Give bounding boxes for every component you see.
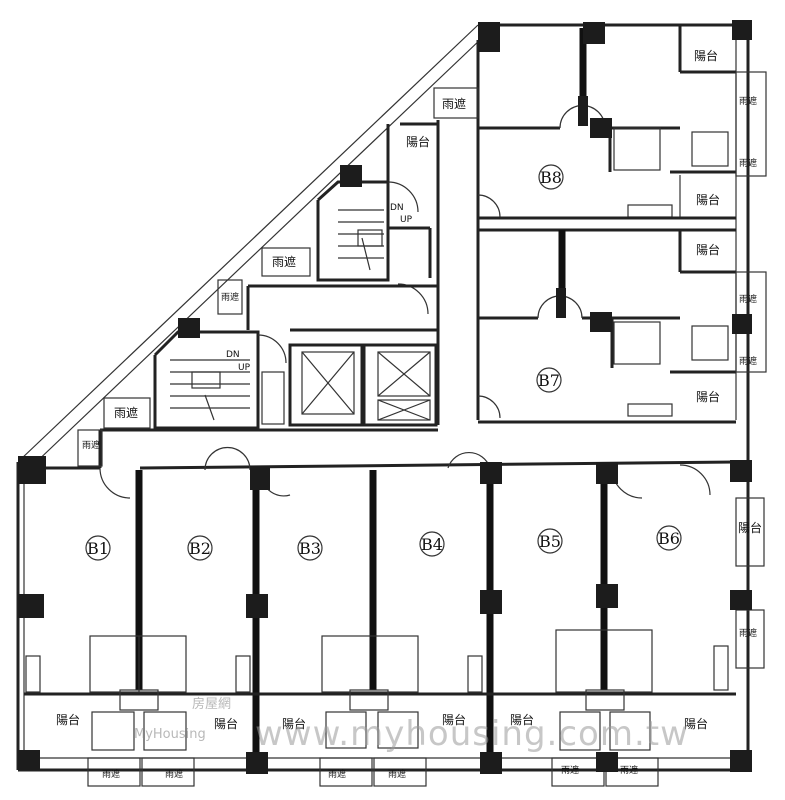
stair-down-label: DN: [390, 203, 404, 213]
balcony-label: 陽台: [738, 520, 762, 535]
balcony-label: 陽台: [510, 712, 534, 727]
canopy-labels: 雨遮 雨遮 雨遮 雨遮 雨遮 雨遮 雨遮 雨遮 雨遮 雨遮 雨遮 雨遮 雨遮 雨…: [82, 95, 757, 780]
canopy-label: 雨遮: [102, 768, 120, 780]
canopy-label: 雨遮: [221, 291, 239, 303]
unit-label-b4: B4: [421, 535, 443, 554]
canopy-label: 雨遮: [114, 405, 138, 420]
balcony-label: 陽台: [696, 242, 720, 257]
canopy-label: 雨遮: [739, 157, 757, 169]
balcony-label: 陽台: [442, 712, 466, 727]
columns: [18, 20, 752, 774]
balcony-labels: 陽台 陽台 陽台 陽台 陽台 陽台 陽台 陽台 陽台 陽台 陽台 陽台: [56, 48, 762, 731]
canopy-label: 雨遮: [165, 768, 183, 780]
unit-label-b6: B6: [658, 529, 680, 548]
balcony-label: 陽台: [696, 192, 720, 207]
balcony-label: 陽台: [696, 389, 720, 404]
canopy-label: 雨遮: [739, 95, 757, 107]
canopy-label: 雨遮: [82, 439, 100, 451]
watermark-brand-en: MyHousing: [134, 727, 206, 742]
stair-up-label: UP: [400, 215, 413, 225]
stair-labels: DN UP DN UP: [226, 203, 413, 373]
balcony-label: 陽台: [694, 48, 718, 63]
watermark-url: www.myhousing.com.tw: [255, 714, 689, 754]
unit-b8: [477, 25, 767, 220]
upper-left-canopies: [77, 87, 479, 467]
watermark-brand: 房屋網: [192, 696, 231, 712]
unit-labels: B1 B2 B3 B4 B5 B6 B7 B8: [85, 164, 682, 561]
balcony-label: 陽台: [56, 712, 80, 727]
canopy-label: 雨遮: [620, 764, 638, 776]
canopy-label: 雨遮: [739, 293, 757, 305]
unit-label-b5: B5: [539, 532, 561, 551]
unit-label-b3: B3: [299, 539, 321, 558]
balcony-label: 陽台: [282, 716, 306, 731]
core: [153, 122, 438, 430]
unit-label-b7: B7: [538, 371, 560, 390]
balcony-label: 陽台: [684, 716, 708, 731]
canopy-label: 雨遮: [328, 768, 346, 780]
balcony-label: 陽台: [406, 134, 430, 149]
unit-label-b2: B2: [189, 539, 211, 558]
canopy-label: 雨遮: [561, 764, 579, 776]
canopy-label: 雨遮: [739, 355, 757, 367]
stair-up-label: UP: [238, 363, 251, 373]
stair-down-label: DN: [226, 350, 240, 360]
canopy-label: 雨遮: [272, 254, 296, 269]
unit-label-b1: B1: [87, 539, 109, 558]
canopy-label: 雨遮: [739, 627, 757, 639]
unit-b7: [477, 228, 767, 419]
unit-label-b8: B8: [540, 168, 562, 187]
watermark: www.myhousing.com.tw 房屋網 MyHousing: [134, 696, 689, 754]
balcony-label: 陽台: [214, 716, 238, 731]
canopy-label: 雨遮: [442, 96, 466, 111]
canopy-label: 雨遮: [388, 768, 406, 780]
